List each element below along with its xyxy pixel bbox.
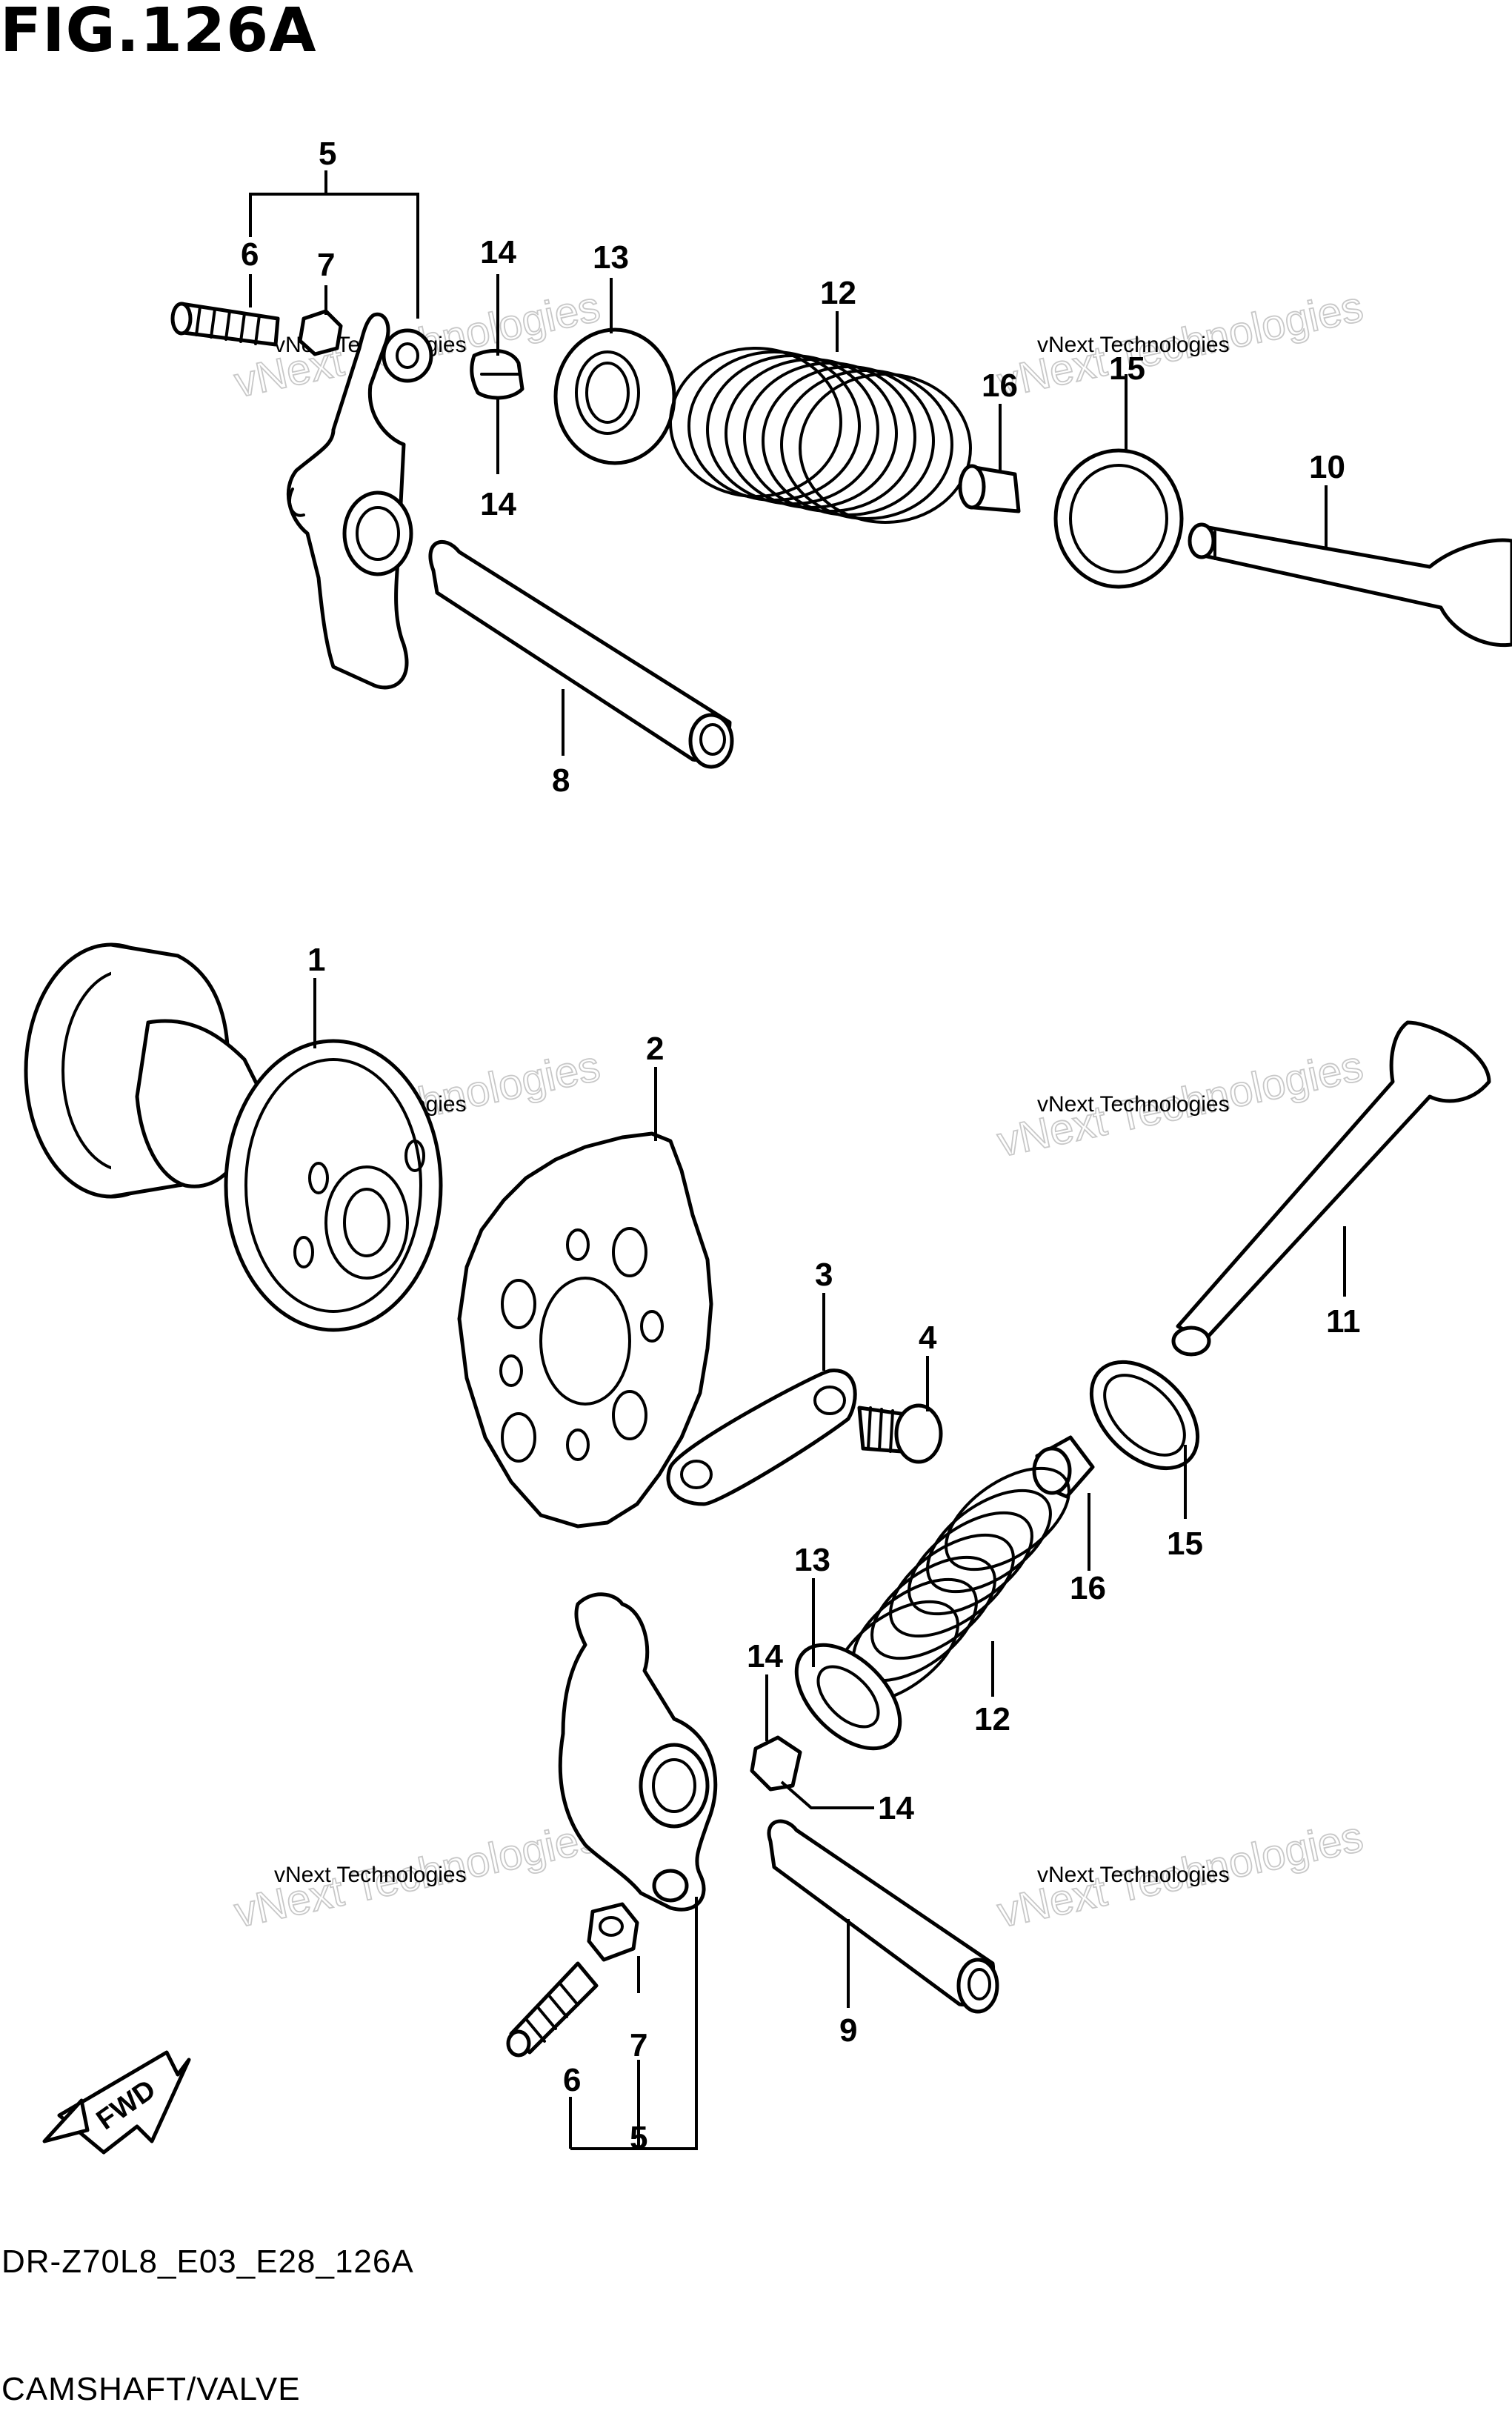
valve-right <box>1171 1020 1491 1357</box>
figure-code: DR-Z70L8_E03_E28_126A <box>1 2244 414 2280</box>
fwd-arrow-icon: FWD <box>42 2050 191 2155</box>
callout-15-top: 15 <box>1109 350 1145 387</box>
callout-11: 11 <box>1326 1303 1361 1340</box>
figure-subtitle: CAMSHAFT/VALVE <box>1 2371 301 2407</box>
callout-2: 2 <box>646 1031 664 1067</box>
nut-top <box>298 309 343 356</box>
valve-stem-seal-top <box>958 464 1021 513</box>
adjusting-screw-bottom <box>506 1961 599 2058</box>
sprocket-bolt <box>857 1403 943 1464</box>
callout-14-top-upper: 14 <box>480 234 516 270</box>
watermark-text: vNext Technologies <box>1037 1863 1230 1887</box>
watermark-text: vNext Technologies <box>1037 333 1230 357</box>
callout-6-bottom: 6 <box>563 2062 581 2098</box>
spring-retainer-top <box>553 327 676 465</box>
callout-10-top: 10 <box>1309 449 1345 485</box>
sprocket-plate <box>666 1368 857 1506</box>
callout-3: 3 <box>815 1257 833 1293</box>
callout-14-right-upper: 14 <box>747 1638 783 1674</box>
callout-4: 4 <box>919 1320 937 1356</box>
valve-cotter-right <box>750 1735 802 1792</box>
callout-5-bottom: 5 <box>630 2120 647 2156</box>
spring-washer-right <box>1089 1360 1200 1471</box>
callout-12-top: 12 <box>820 275 856 311</box>
spring-retainer-right <box>794 1643 902 1751</box>
callout-8-top: 8 <box>552 762 570 799</box>
callout-7-bottom: 7 <box>630 2027 647 2063</box>
watermark-text: vNext Technologies <box>274 1863 467 1887</box>
spring-washer-top <box>1053 448 1184 589</box>
rocker-arm-top <box>286 312 433 690</box>
valve-top <box>1188 522 1512 648</box>
rocker-shaft-top <box>428 539 734 769</box>
watermark-text: vNext Technologies <box>1037 1092 1230 1117</box>
valve-spring-right <box>833 1466 1070 1705</box>
callout-16-right: 16 <box>1070 1570 1106 1606</box>
adjusting-screw-top <box>170 302 280 347</box>
leader-lines <box>249 170 1346 2150</box>
callout-13-top: 13 <box>593 239 629 276</box>
callout-6-top: 6 <box>241 236 259 273</box>
callout-13-right: 13 <box>794 1542 830 1578</box>
rocker-shaft-bottom <box>767 1819 999 2014</box>
figure-title: FIG.126A <box>0 0 317 66</box>
nut-bottom <box>587 1902 639 1962</box>
callout-7-top: 7 <box>317 247 335 283</box>
camshaft <box>24 942 443 1332</box>
valve-spring-top <box>669 347 972 524</box>
callout-1: 1 <box>307 942 325 978</box>
callout-5-top: 5 <box>319 136 336 172</box>
callout-16-top: 16 <box>982 367 1018 404</box>
callout-15-right: 15 <box>1167 1526 1203 1562</box>
callout-9: 9 <box>839 2012 857 2049</box>
callout-labels: 5 6 7 14 14 13 12 16 15 10 8 1 2 3 4 11 … <box>241 136 1361 2156</box>
valve-cotter-top <box>470 348 524 400</box>
cam-sprocket <box>457 1131 713 1529</box>
callout-14-top-lower: 14 <box>480 486 516 522</box>
callout-12-right: 12 <box>974 1701 1010 1737</box>
callout-14-right-lower: 14 <box>878 1790 914 1826</box>
